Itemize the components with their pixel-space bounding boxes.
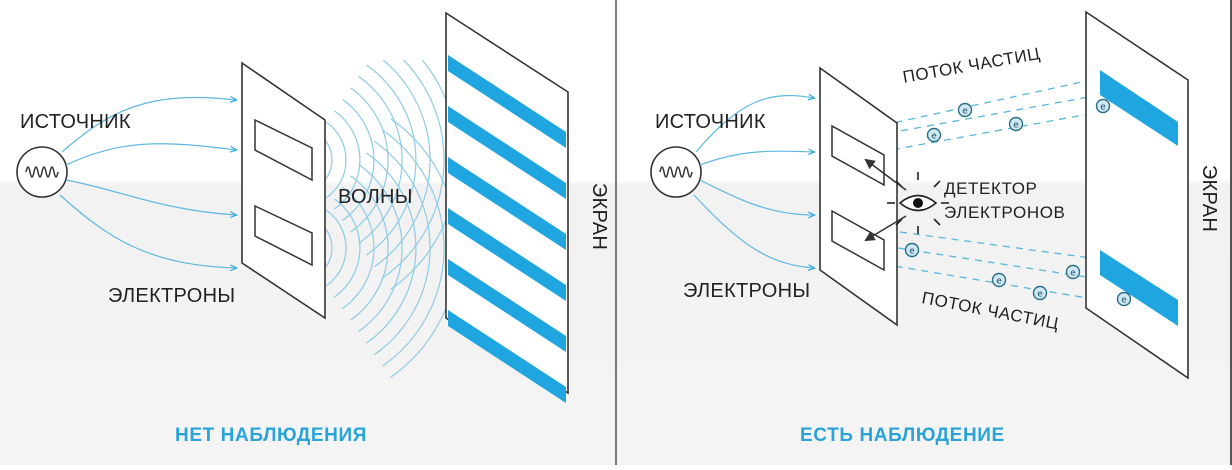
electron-symbol: e	[1070, 269, 1076, 279]
right-screen-label: ЭКРАН	[1198, 164, 1221, 233]
right-screen	[1085, 10, 1189, 380]
wave-arc	[382, 60, 445, 279]
right-source-arrows	[693, 96, 814, 268]
left-interference-bands	[448, 55, 566, 403]
wave-arc	[326, 121, 347, 199]
wave-arc	[334, 198, 361, 298]
left-caption: НЕТ НАБЛЮДЕНИЯ	[175, 425, 367, 446]
electron-dot: e	[1116, 291, 1132, 307]
left-electrons-label: ЭЛЕКТРОНЫ	[108, 285, 236, 307]
wave-arc	[334, 110, 361, 210]
left-interference-waves	[309, 60, 459, 378]
electron-dot: e	[957, 102, 973, 118]
electron-dot: e	[926, 127, 942, 143]
electron-symbol: e	[931, 132, 937, 142]
interference-band	[448, 310, 566, 403]
wave-arc	[374, 60, 431, 267]
right-electron-dots: e e e e e e e e e	[904, 98, 1132, 307]
left-source-arrows	[59, 97, 236, 268]
interference-band	[448, 157, 566, 250]
interference-band	[448, 106, 566, 199]
right-electrons-label: ЭЛЕКТРОНЫ	[683, 280, 811, 302]
interference-band	[448, 208, 566, 301]
detector-label-line2: ЭЛЕКТРОНОВ	[944, 203, 1066, 222]
eye-detector-icon	[887, 172, 949, 234]
electron-dot: e	[1095, 98, 1111, 114]
wave-arc	[350, 175, 389, 321]
right-source-label: ИСТОЧНИК	[655, 111, 766, 133]
wave-arc	[326, 209, 347, 287]
left-source-icon	[16, 146, 68, 198]
electron-symbol: e	[909, 247, 915, 257]
detector-label-line1: ДЕТЕКТОР	[944, 179, 1038, 198]
wave-arc	[342, 186, 375, 310]
electron-dot: e	[1008, 116, 1024, 132]
detector-arrows	[864, 158, 907, 242]
left-source-label: ИСТОЧНИК	[20, 111, 131, 133]
interference-band	[448, 55, 566, 148]
right-slit-plate	[819, 66, 898, 327]
left-waves-label: ВОЛНЫ	[338, 186, 413, 208]
electron-symbol: e	[1100, 103, 1106, 113]
panel-divider	[615, 0, 617, 465]
electron-dot: e	[1065, 264, 1081, 280]
right-edge-line	[1230, 0, 1232, 465]
electron-symbol: e	[962, 107, 968, 117]
wave-arc	[350, 87, 389, 233]
electron-dot: e	[1032, 285, 1048, 301]
wave-arc	[366, 152, 417, 344]
wave-arc	[382, 129, 445, 367]
right-source-icon	[650, 146, 702, 198]
wave-arc	[358, 75, 403, 245]
wave-arc	[342, 98, 375, 222]
electron-dot: e	[991, 272, 1007, 288]
electron-symbol: e	[1037, 290, 1043, 300]
left-screen-label: ЭКРАН	[588, 182, 611, 251]
wave-arc	[366, 64, 417, 256]
interference-band	[448, 259, 566, 352]
electron-dot: e	[904, 242, 920, 258]
left-slit-plate	[241, 61, 326, 320]
wave-arc	[358, 163, 403, 333]
electron-symbol: e	[1013, 121, 1019, 131]
right-caption: ЕСТЬ НАБЛЮДЕНИЕ	[800, 425, 1005, 446]
wave-arc	[374, 141, 431, 355]
electron-symbol: e	[996, 277, 1002, 287]
electron-symbol: e	[1121, 296, 1127, 306]
